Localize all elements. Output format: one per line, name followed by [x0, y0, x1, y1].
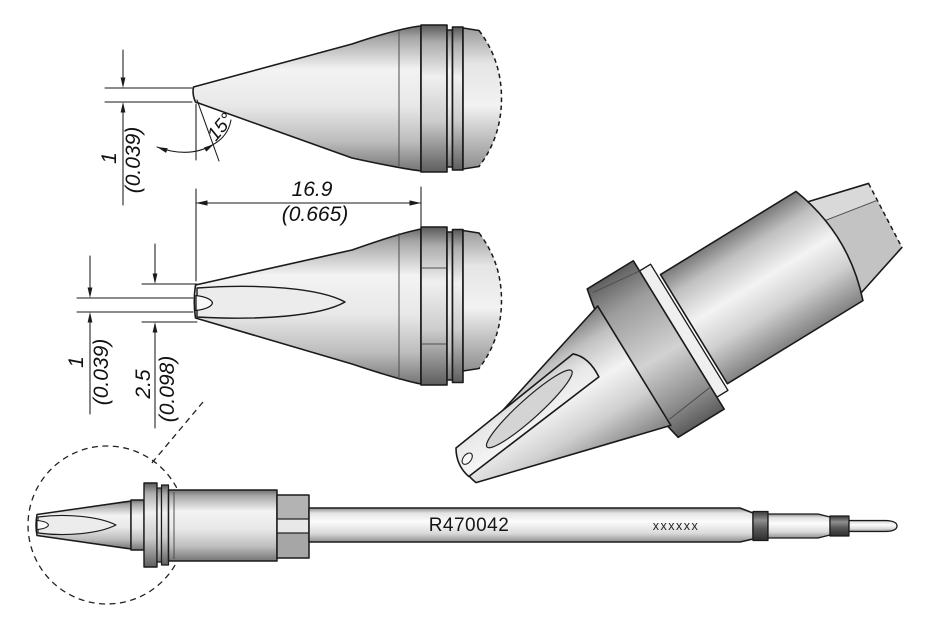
dim-tip-length: 16.9 (0.665)	[195, 178, 422, 282]
tip-notch	[461, 452, 473, 465]
main-body-cylinder	[659, 190, 864, 385]
dim-tip-width: 2.5 (0.098)	[132, 243, 198, 429]
tip-notch	[195, 294, 214, 312]
dim-thickness-mm: 1	[98, 152, 121, 164]
dim-tip-thickness-top: 1 (0.039)	[98, 49, 193, 206]
dim-thickness-inch: (0.039)	[122, 127, 145, 194]
flange-ring	[420, 24, 448, 173]
view-3d-perspective	[455, 182, 903, 484]
rear-cap-break-line	[478, 232, 503, 369]
retaining-ring	[160, 484, 170, 566]
flange-ring	[420, 226, 448, 386]
dim-length-inch: (0.665)	[282, 203, 349, 226]
flange-groove	[446, 29, 454, 168]
chisel-flat-face	[37, 514, 117, 536]
cone-body	[192, 25, 422, 172]
retaining-ring	[451, 26, 464, 171]
shaft-segment-2	[767, 513, 831, 539]
dim-thickness-mm: 1	[65, 356, 88, 368]
rear-cap-break-line	[478, 30, 503, 167]
view-full-cartridge: R470042 xxxxxx	[27, 401, 898, 605]
view-top-profile: 1 (0.039) 15°	[98, 24, 503, 206]
rear-cap-edges	[462, 229, 480, 372]
dim-width-inch: (0.098)	[156, 356, 179, 423]
rear-cap	[463, 28, 502, 169]
flange-groove	[446, 231, 454, 381]
retaining-ring	[451, 228, 464, 384]
heater-body	[167, 489, 278, 562]
flange-ring	[143, 482, 158, 568]
rear-cap-edges	[462, 27, 480, 170]
tip-notch	[36, 519, 50, 531]
collar-cylinder	[130, 499, 145, 551]
view-front-chisel: 1 (0.039) 2.5 (0.098)	[65, 226, 503, 429]
chisel-flat-face	[196, 285, 346, 319]
rear-break-line	[867, 183, 903, 248]
contact-band-1	[752, 510, 769, 542]
serial-marking: xxxxxx	[653, 519, 700, 533]
contact-pin	[848, 519, 898, 533]
dim-length-mm: 16.9	[292, 178, 333, 201]
flange-groove	[156, 487, 163, 563]
dim-thickness-inch: (0.039)	[90, 339, 113, 406]
rear-cap	[463, 230, 502, 371]
dim-tip-thickness-front: 1 (0.039)	[65, 255, 194, 415]
dim-width-mm: 2.5	[132, 369, 155, 400]
detail-callout-leader	[150, 401, 204, 465]
hex-section	[276, 494, 310, 559]
chisel-concave-face	[485, 369, 573, 449]
part-number-marking: R470042	[429, 515, 510, 536]
contact-band-2	[829, 515, 850, 537]
